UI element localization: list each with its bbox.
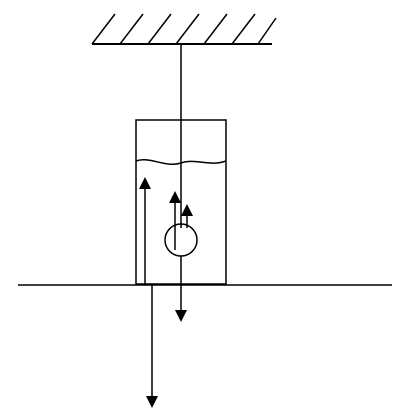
liquid-surface xyxy=(135,159,227,165)
submerged-ball xyxy=(164,223,198,257)
hatched-ceiling xyxy=(91,13,277,45)
